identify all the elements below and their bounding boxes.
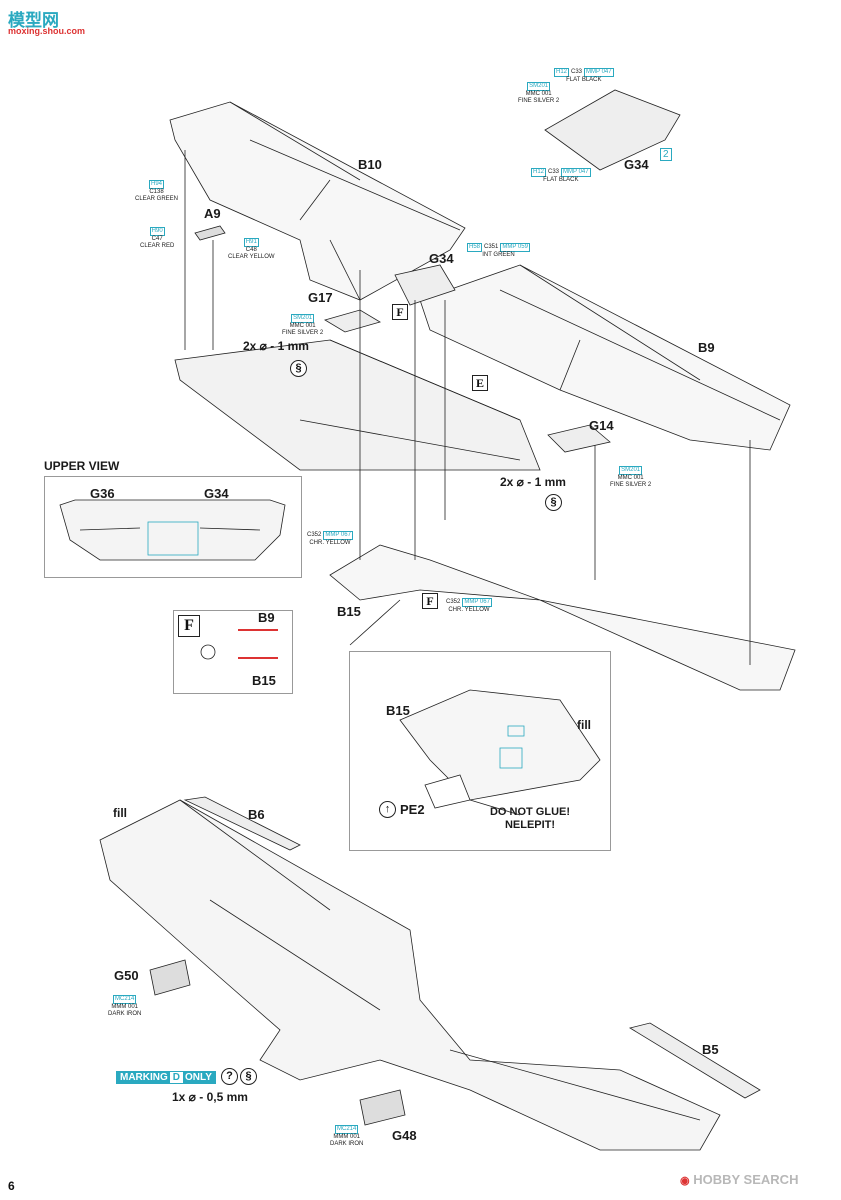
- fill-label-detail: fill: [577, 718, 591, 732]
- part-label-b15: B15: [337, 604, 361, 619]
- footer-brand-icon: ◉: [680, 1175, 690, 1187]
- part-label-b9: B9: [698, 340, 715, 355]
- upper-view-inset: [44, 476, 302, 578]
- warning-line-1: DO NOT GLUE!: [489, 806, 571, 818]
- part-label-g34-inset: G34: [204, 486, 229, 501]
- letter-box-e: E: [472, 375, 488, 391]
- page-number: 6: [8, 1179, 15, 1193]
- part-label-g14: G14: [589, 418, 614, 433]
- part-label-g50: G50: [114, 968, 139, 983]
- f-detail-inset: [173, 610, 293, 694]
- upper-view-title: UPPER VIEW: [44, 459, 120, 473]
- part-label-b9-f: B9: [258, 610, 275, 625]
- photo-etch-icon: ↑: [379, 801, 396, 818]
- part-label-g36: G36: [90, 486, 115, 501]
- drill-icon-right: §: [545, 494, 562, 511]
- part-label-g34-mid: G34: [429, 251, 454, 266]
- warning-line-2: NELEPIT!: [504, 819, 556, 831]
- part-label-g48: G48: [392, 1128, 417, 1143]
- part-label-b5: B5: [702, 1042, 719, 1057]
- drill-icon: §: [290, 360, 307, 377]
- question-icon: ?: [221, 1068, 238, 1085]
- part-label-g34-top: G34: [624, 157, 649, 172]
- part-label-a9: A9: [204, 206, 221, 221]
- watermark-logo: 模型网: [8, 11, 59, 30]
- letter-box-f2: F: [422, 593, 438, 609]
- part-label-b15-f: B15: [252, 673, 276, 688]
- do-not-glue-warning: DO NOT GLUE! NELEPIT!: [480, 806, 580, 832]
- b15-detail-inset: [349, 651, 611, 851]
- drill-icon-marking: §: [240, 1068, 257, 1085]
- watermark-url: moxing.shou.com: [8, 26, 86, 36]
- part-label-b6: B6: [248, 807, 265, 822]
- part-label-g17: G17: [308, 290, 333, 305]
- part-label-b10: B10: [358, 157, 382, 172]
- drill-note-right: 2x ⌀ - 1 mm: [500, 475, 566, 489]
- footer-brand: ◉ HOBBY SEARCH: [680, 1172, 799, 1187]
- letter-box-f3: F: [178, 615, 200, 637]
- fill-label-bottom: fill: [113, 806, 127, 820]
- part-label-b15-detail: B15: [386, 703, 410, 718]
- letter-box-f: F: [392, 304, 408, 320]
- part-label-pe2: PE2: [400, 802, 425, 817]
- step-badge: 2: [660, 148, 672, 161]
- drill-note-marking: 1x ⌀ - 0,5 mm: [172, 1090, 248, 1104]
- drill-note-upper: 2x ⌀ - 1 mm: [243, 339, 309, 353]
